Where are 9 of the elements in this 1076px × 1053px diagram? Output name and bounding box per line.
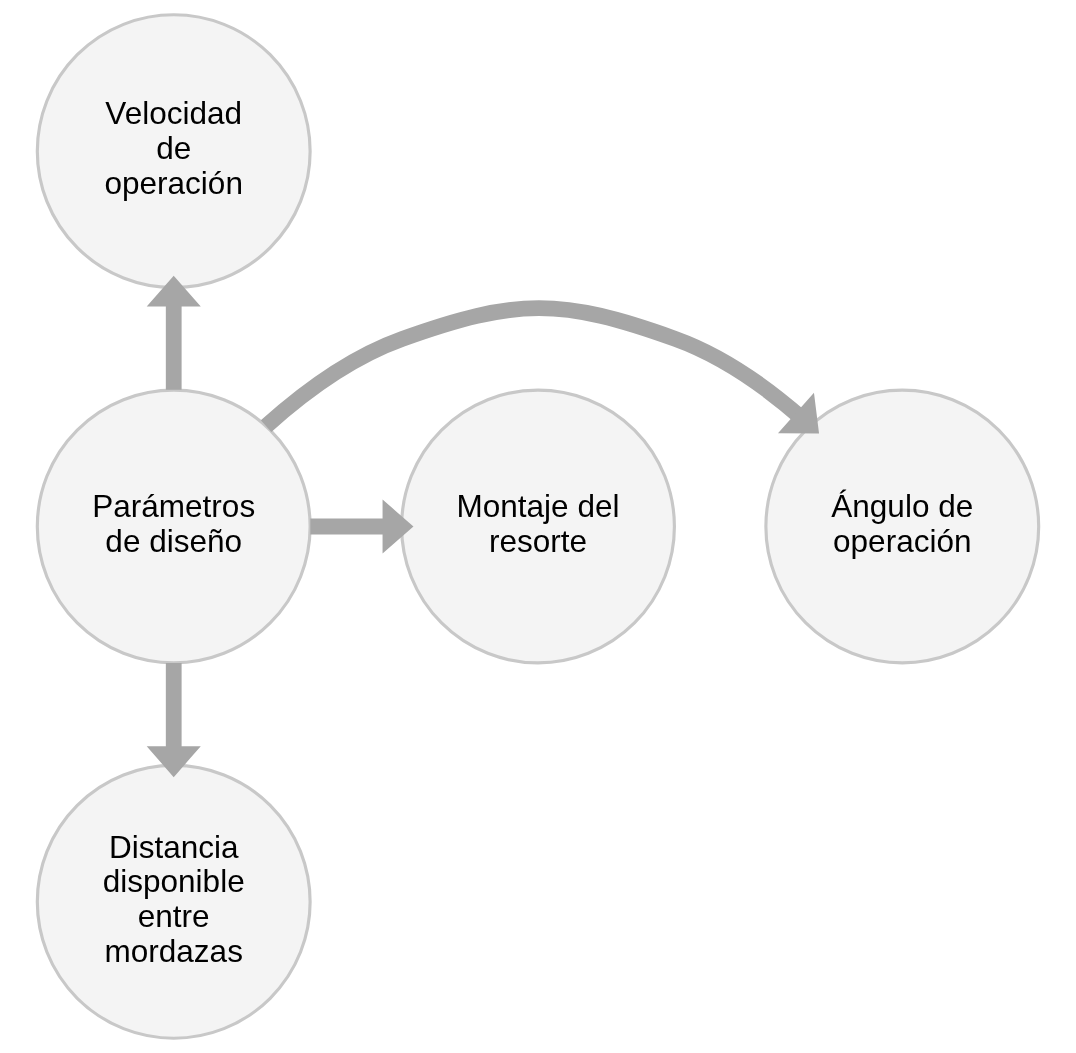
arrow xyxy=(146,662,201,778)
node-circle: Distancia disponible entre mordazas xyxy=(35,763,312,1040)
arrow xyxy=(310,499,414,554)
node-circle: Ángulo de operación xyxy=(764,388,1041,665)
node-circle: Velocidad de operación xyxy=(35,13,312,290)
node-circle: Parámetros de diseño xyxy=(35,388,312,665)
node-circle: Montaje del resorte xyxy=(400,388,676,665)
arrow xyxy=(260,300,820,434)
arrow xyxy=(146,275,201,390)
